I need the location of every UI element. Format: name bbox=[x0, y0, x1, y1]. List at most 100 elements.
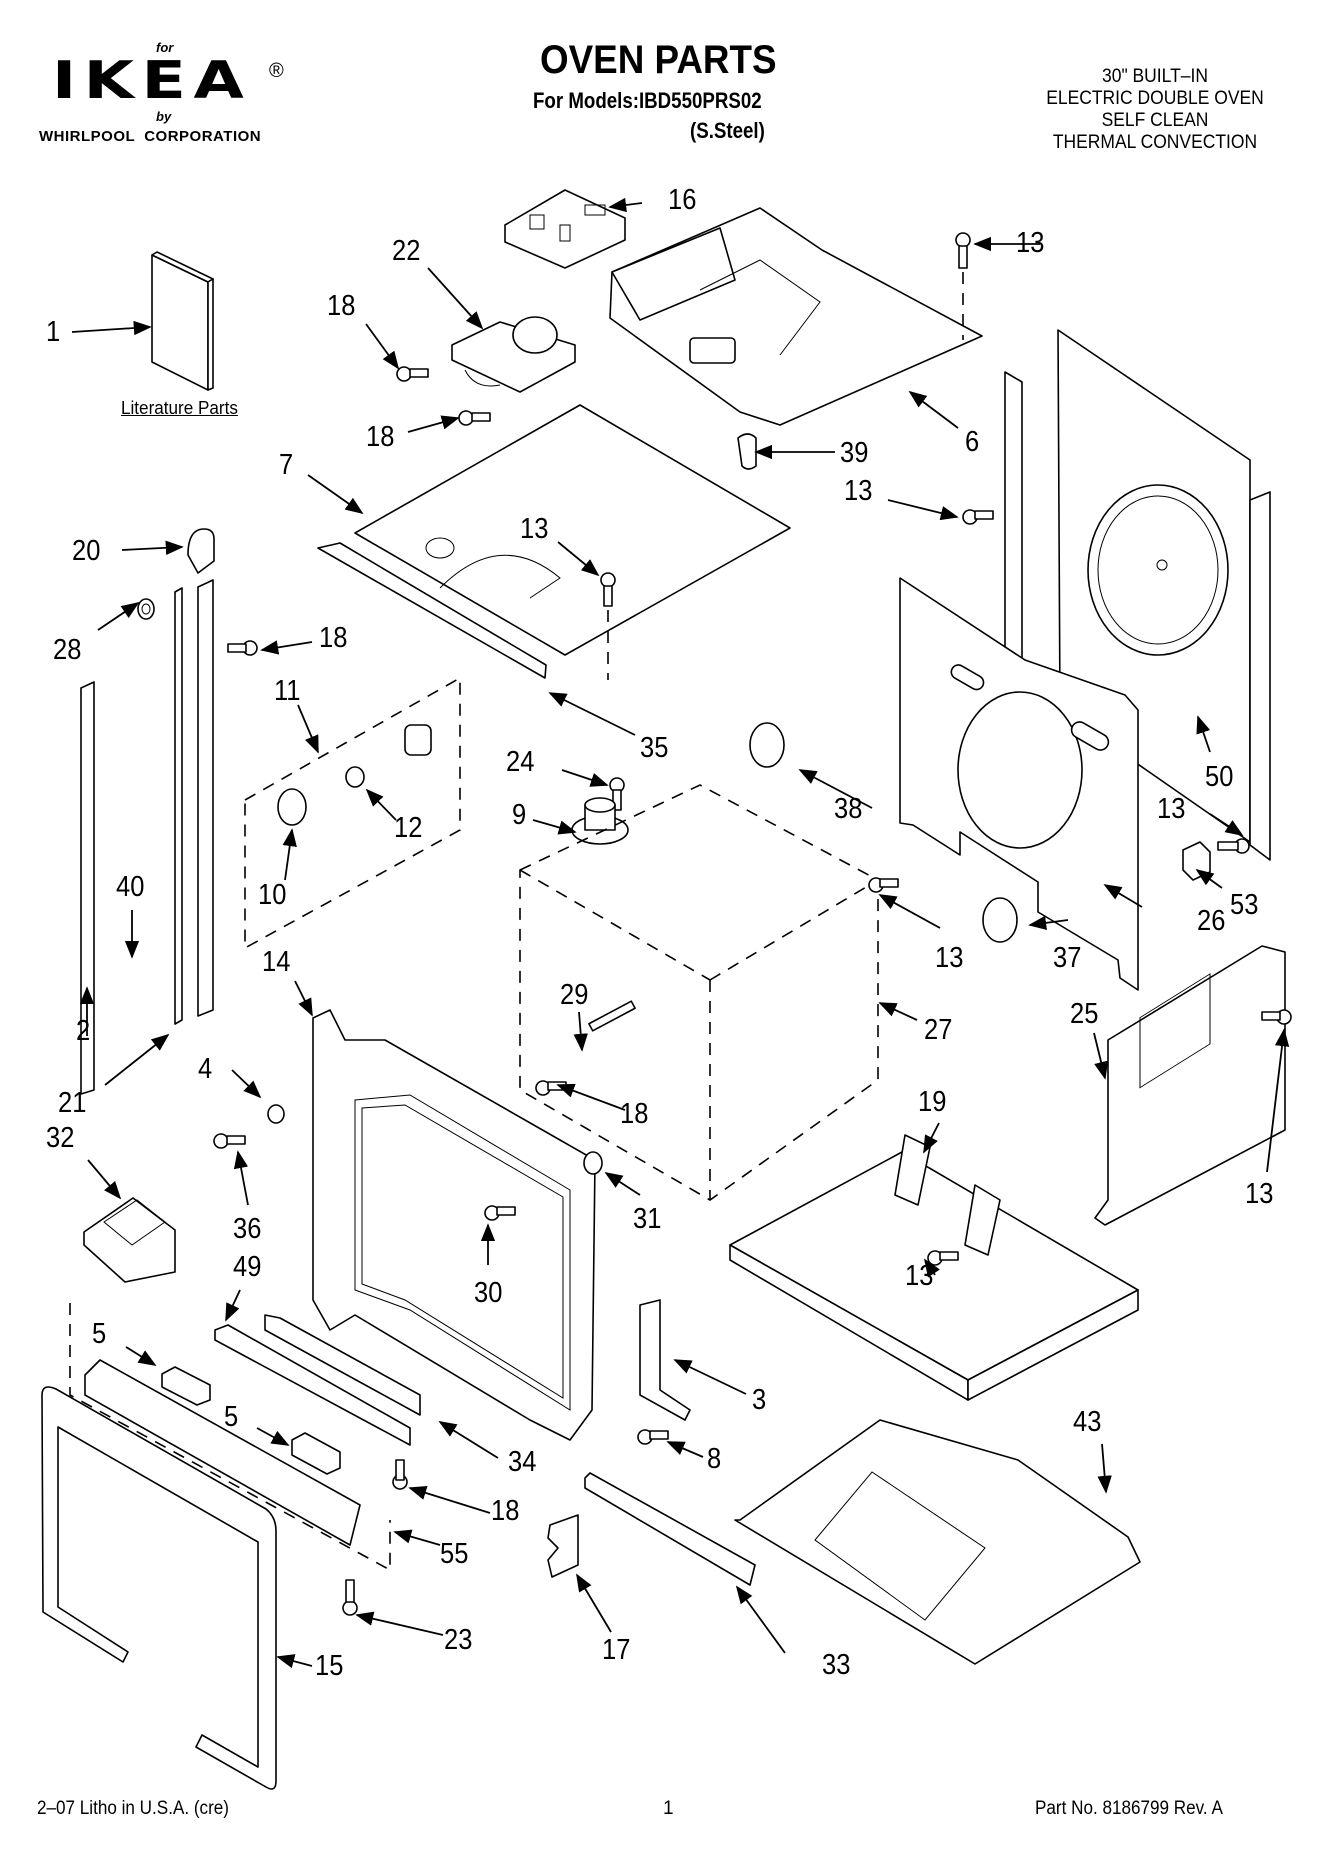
part-screw bbox=[962, 509, 994, 525]
part-thermal-fuse bbox=[749, 722, 785, 768]
callout-13: 13 bbox=[520, 513, 549, 545]
part-screw bbox=[868, 877, 899, 893]
callout-19: 19 bbox=[918, 1086, 947, 1118]
model-finish: (S.Steel) bbox=[690, 118, 765, 143]
model-number: For Models:IBD550PRS02 bbox=[533, 88, 762, 113]
callout-36: 36 bbox=[233, 1213, 262, 1245]
callout-8: 8 bbox=[707, 1443, 722, 1475]
part-screw bbox=[600, 572, 616, 680]
callout-43: 43 bbox=[1073, 1406, 1102, 1438]
part-module-box bbox=[83, 1197, 176, 1283]
product-desc-line: 30" BUILT–IN bbox=[1102, 66, 1208, 87]
brand-by: by bbox=[156, 109, 172, 124]
literature-parts-label: Literature Parts bbox=[121, 398, 238, 418]
part-vent-trim bbox=[69, 1303, 391, 1572]
part-block bbox=[291, 1432, 341, 1475]
page-title: OVEN PARTS bbox=[540, 38, 777, 82]
callout-28: 28 bbox=[53, 634, 82, 666]
callout-13: 13 bbox=[905, 1260, 934, 1292]
part-screw bbox=[213, 1133, 246, 1149]
callout-7: 7 bbox=[279, 449, 294, 481]
callout-34: 34 bbox=[508, 1446, 537, 1478]
callout-31: 31 bbox=[633, 1203, 662, 1235]
callout-37: 37 bbox=[1053, 942, 1082, 974]
callout-13: 13 bbox=[1157, 793, 1186, 825]
brand-prefix: for bbox=[156, 40, 174, 55]
callout-9: 9 bbox=[512, 799, 527, 831]
part-rear-cavity-panel bbox=[899, 577, 1139, 991]
callout-26: 26 bbox=[1197, 905, 1226, 937]
callout-30: 30 bbox=[474, 1277, 503, 1309]
callout-13: 13 bbox=[1245, 1178, 1274, 1210]
part-front-frame bbox=[312, 1009, 596, 1441]
part-screw bbox=[392, 1459, 408, 1490]
callout-16: 16 bbox=[668, 184, 697, 216]
callout-6: 6 bbox=[965, 426, 980, 458]
callout-53: 53 bbox=[1230, 889, 1259, 921]
callout-33: 33 bbox=[822, 1649, 851, 1681]
part-screw bbox=[1217, 838, 1250, 854]
callout-4: 4 bbox=[198, 1053, 213, 1085]
callout-12: 12 bbox=[394, 812, 423, 844]
part-bottom-tray bbox=[734, 1419, 1141, 1665]
part-thermostat bbox=[571, 797, 629, 845]
callout-2: 2 bbox=[76, 1015, 91, 1047]
callout-38: 38 bbox=[834, 793, 863, 825]
part-grommet bbox=[137, 598, 155, 620]
part-cap bbox=[187, 528, 215, 574]
callout-21: 21 bbox=[58, 1087, 87, 1119]
callout-18: 18 bbox=[620, 1098, 649, 1130]
callout-13: 13 bbox=[844, 475, 873, 507]
callout-40: 40 bbox=[116, 871, 145, 903]
page-number: 1 bbox=[663, 1798, 674, 1819]
callout-18: 18 bbox=[491, 1495, 520, 1527]
callout-17: 17 bbox=[602, 1634, 631, 1666]
part-side-trim bbox=[174, 579, 214, 1025]
part-sensor bbox=[737, 433, 757, 470]
part-bushing bbox=[583, 1151, 603, 1175]
part-lamp-assembly bbox=[244, 676, 461, 950]
callout-24: 24 bbox=[506, 746, 535, 778]
part-side-panel bbox=[1094, 945, 1286, 1226]
callout-5: 5 bbox=[92, 1318, 107, 1350]
part-oven-cavity bbox=[519, 784, 879, 1201]
registered-mark: ® bbox=[269, 60, 284, 82]
callout-18: 18 bbox=[327, 290, 356, 322]
product-desc-line: ELECTRIC DOUBLE OVEN bbox=[1046, 88, 1264, 109]
callout-10: 10 bbox=[258, 879, 287, 911]
manufacturer-name: WHIRLPOOL CORPORATION bbox=[39, 128, 262, 145]
part-bracket bbox=[639, 1299, 691, 1421]
callout-23: 23 bbox=[444, 1624, 473, 1656]
callout-1: 1 bbox=[46, 316, 61, 348]
part-top-frame bbox=[317, 404, 791, 679]
print-info: 2–07 Litho in U.S.A. (cre) bbox=[37, 1798, 229, 1819]
callout-13: 13 bbox=[935, 942, 964, 974]
part-vent-strip bbox=[264, 1314, 421, 1416]
callout-13: 13 bbox=[1016, 227, 1045, 259]
part-screw bbox=[227, 640, 258, 656]
callout-50: 50 bbox=[1205, 761, 1234, 793]
part-spacer bbox=[267, 1104, 285, 1124]
callout-15: 15 bbox=[315, 1650, 344, 1682]
callout-20: 20 bbox=[72, 535, 101, 567]
part-screw bbox=[535, 1080, 567, 1096]
callout-35: 35 bbox=[640, 732, 669, 764]
part-thermal-fuse bbox=[982, 897, 1018, 943]
part-screw bbox=[396, 366, 429, 382]
callout-3: 3 bbox=[752, 1384, 767, 1416]
part-control-board bbox=[504, 189, 626, 269]
callout-32: 32 bbox=[46, 1122, 75, 1154]
part-top-shield bbox=[609, 207, 983, 426]
callout-22: 22 bbox=[392, 235, 421, 267]
brand-logo: IKEA bbox=[52, 51, 252, 111]
part-screw bbox=[609, 777, 625, 811]
callout-27: 27 bbox=[924, 1014, 953, 1046]
part-literature bbox=[151, 251, 214, 391]
callout-25: 25 bbox=[1070, 998, 1099, 1030]
part-screw bbox=[955, 232, 971, 340]
callout-39: 39 bbox=[840, 437, 869, 469]
callout-14: 14 bbox=[262, 946, 291, 978]
product-description: 30" BUILT–IN ELECTRIC DOUBLE OVEN SELF C… bbox=[1010, 66, 1300, 154]
part-bottom-strip bbox=[584, 1472, 756, 1586]
callout-5: 5 bbox=[224, 1401, 239, 1433]
